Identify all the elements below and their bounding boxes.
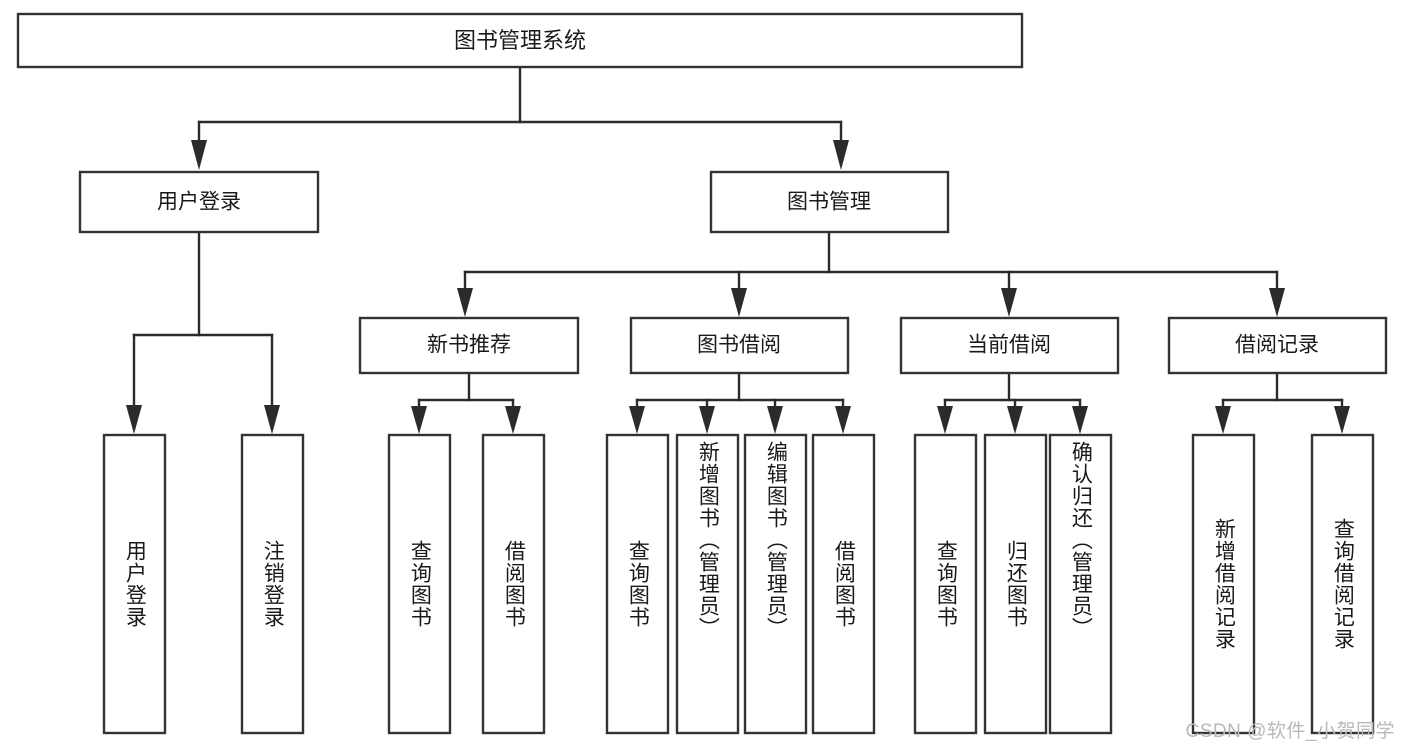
node-current-borrow[interactable]: 当前借阅 (899, 316, 1120, 375)
node-leaf-add-record[interactable] (1191, 433, 1256, 735)
node-user-login-label: 用户登录 (157, 191, 241, 214)
node-leaf-borrow-book-2[interactable] (811, 433, 876, 735)
node-current-borrow-label: 当前借阅 (967, 334, 1051, 357)
node-borrow-record-label: 借阅记录 (1235, 334, 1319, 357)
node-leaf-user-login[interactable] (102, 433, 167, 735)
node-book-management[interactable]: 图书管理 (709, 170, 950, 234)
csdn-watermark: CSDN @软件_小贺同学 (1185, 721, 1395, 742)
node-book-management-label: 图书管理 (787, 191, 871, 214)
node-leaf-edit-book[interactable] (743, 433, 808, 735)
connector-record-to-leaves (1215, 371, 1350, 434)
node-root-label: 图书管理系统 (454, 28, 586, 53)
node-root[interactable]: 图书管理系统 (16, 12, 1024, 69)
connector-current-to-leaves (937, 371, 1088, 434)
connector-userlogin-to-leaves (126, 230, 280, 434)
connector-newbook-to-leaves (411, 371, 521, 434)
node-book-borrow[interactable]: 图书借阅 (629, 316, 850, 375)
node-borrow-record[interactable]: 借阅记录 (1167, 316, 1388, 375)
node-leaf-borrow-book-1[interactable] (481, 433, 546, 735)
node-new-book-recommend-label: 新书推荐 (427, 334, 511, 357)
node-new-book-recommend[interactable]: 新书推荐 (358, 316, 580, 375)
node-user-login[interactable]: 用户登录 (78, 170, 320, 234)
node-leaf-query-book-2[interactable] (605, 433, 670, 735)
connector-root-to-level1 (191, 65, 849, 170)
node-leaf-query-record[interactable] (1310, 433, 1375, 735)
node-leaf-query-book-1[interactable] (387, 433, 452, 735)
node-leaf-logout[interactable] (240, 433, 305, 735)
connector-bookmgmt-to-level2 (457, 230, 1285, 317)
node-leaf-confirm-return[interactable] (1048, 433, 1113, 735)
node-book-borrow-label: 图书借阅 (697, 334, 781, 357)
node-leaf-query-book-3[interactable] (913, 433, 978, 735)
node-leaf-add-book[interactable] (675, 433, 740, 735)
node-leaf-return-book[interactable] (983, 433, 1048, 735)
connector-borrow-to-leaves (629, 371, 851, 434)
